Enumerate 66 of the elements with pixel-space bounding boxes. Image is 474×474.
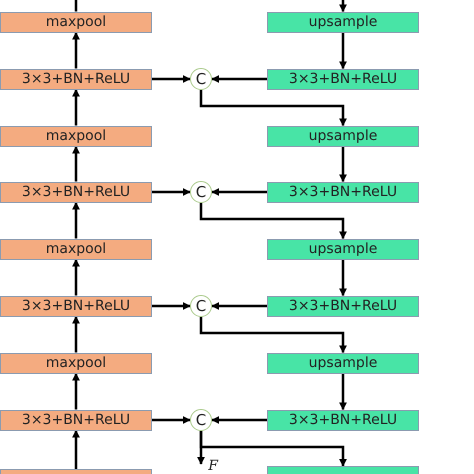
block-label: maxpool — [46, 14, 106, 30]
arrow — [339, 32, 347, 70]
block-label: upsample — [308, 355, 378, 371]
encoder-block — [0, 12, 152, 32]
arrow — [72, 372, 80, 410]
decoder-block — [267, 296, 419, 316]
decoder-block — [267, 68, 419, 90]
arrow — [152, 302, 191, 310]
block-label: maxpool — [46, 241, 106, 257]
arrow — [339, 0, 347, 12]
concat-circle — [190, 295, 212, 317]
decoder-block — [267, 182, 419, 202]
block-label: C — [196, 297, 206, 315]
block-label: 3×3+BN+ReLU — [22, 412, 130, 428]
block-label: 3×3+BN+ReLU — [288, 71, 398, 87]
arrow — [72, 258, 80, 296]
decoder-block — [267, 12, 419, 32]
decoder-block — [267, 126, 419, 146]
arrow — [211, 416, 267, 424]
block-label: 3×3+BN+ReLU — [288, 298, 398, 314]
output-label: F — [208, 458, 218, 474]
arrow — [72, 430, 80, 469]
arrow — [72, 32, 80, 68]
decoder-block — [267, 410, 419, 430]
arrow — [200, 317, 347, 354]
block-label: maxpool — [46, 128, 106, 144]
arrow — [211, 188, 267, 196]
block-label: 3×3+BN+ReLU — [22, 184, 130, 200]
encoder-block — [0, 68, 152, 90]
concat-circle — [190, 68, 212, 90]
block-label: 3×3+BN+ReLU — [22, 71, 130, 87]
concat-circle — [190, 409, 212, 431]
arrow — [72, 146, 80, 182]
block-label: C — [196, 70, 206, 88]
arrow — [152, 75, 191, 83]
arrow — [152, 416, 191, 424]
block-label: C — [196, 183, 206, 201]
decoder-block — [267, 352, 419, 374]
encoder-block — [0, 352, 152, 374]
block-label: 3×3+BN+ReLU — [288, 412, 398, 428]
encoder-block — [0, 296, 152, 316]
arrow — [211, 75, 267, 83]
encoder-block — [0, 126, 152, 146]
arrow — [197, 431, 205, 465]
arrow — [72, 88, 80, 126]
arrow — [339, 374, 347, 410]
block-label: C — [196, 411, 206, 429]
arrow — [72, 316, 80, 352]
arrow — [339, 146, 347, 182]
encoder-block — [0, 182, 152, 202]
encoder-block — [0, 410, 152, 430]
arrow — [211, 302, 267, 310]
block-label: maxpool — [46, 355, 106, 371]
arrow — [200, 90, 347, 126]
decoder-block — [267, 238, 419, 260]
arrow — [339, 260, 347, 296]
block-label: upsample — [308, 128, 378, 144]
block-label: upsample — [308, 14, 378, 30]
block-label: upsample — [308, 241, 378, 257]
encoder-block — [0, 238, 152, 260]
arrow — [152, 188, 191, 196]
arrow — [200, 203, 347, 240]
block-label: 3×3+BN+ReLU — [288, 184, 398, 200]
block-label: 3×3+BN+ReLU — [22, 298, 130, 314]
concat-circle — [190, 181, 212, 203]
arrow — [72, 202, 80, 238]
